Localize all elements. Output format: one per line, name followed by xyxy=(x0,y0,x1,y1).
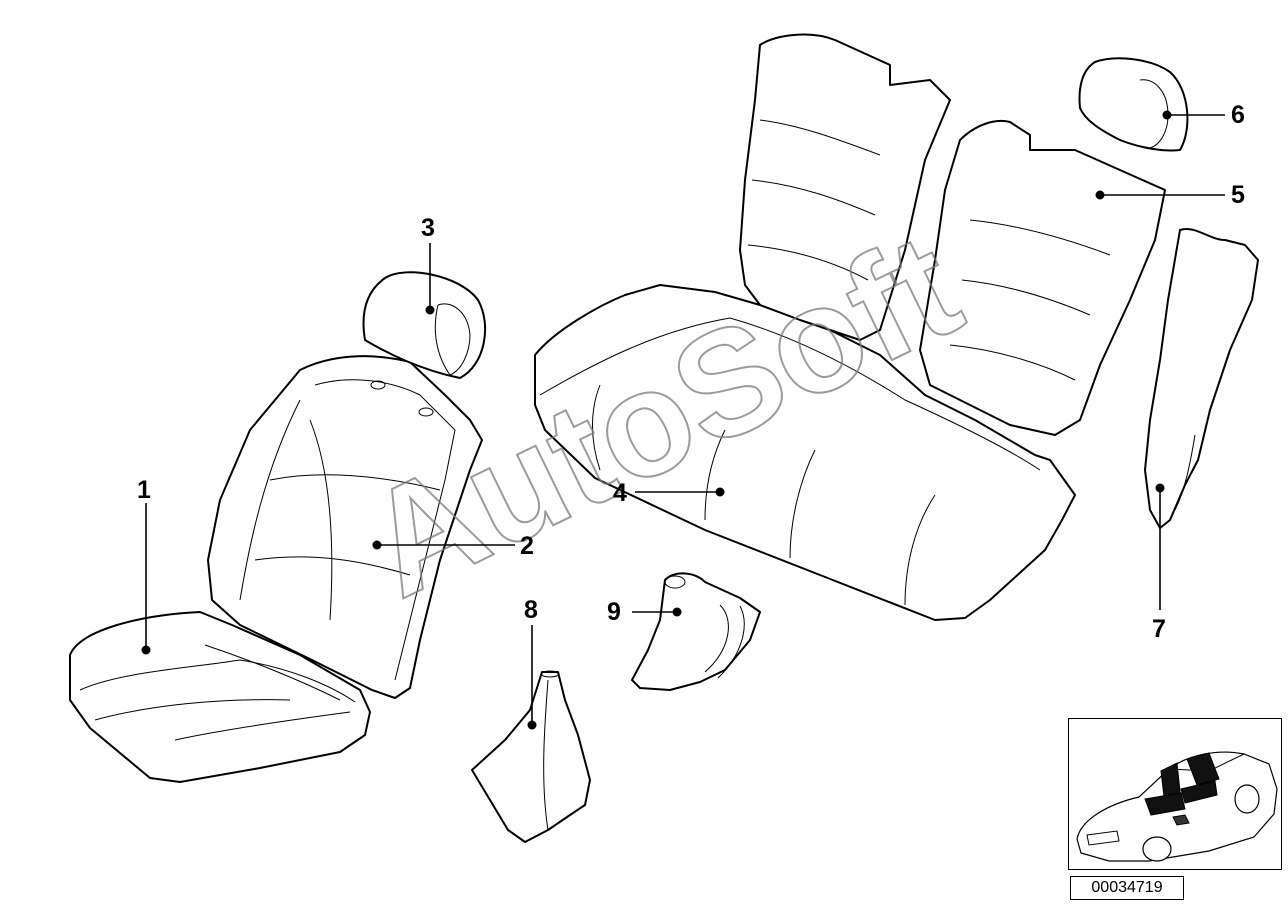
car-thumbnail xyxy=(1076,751,1278,862)
gear-shift-boot-part xyxy=(471,670,591,843)
callout-6: 6 xyxy=(1231,101,1245,129)
front-headrest-part xyxy=(362,271,487,379)
locator-inset xyxy=(1068,718,1282,870)
handbrake-boot-part xyxy=(631,572,761,691)
callout-1: 1 xyxy=(137,476,151,504)
side-bolster-part xyxy=(1144,227,1259,529)
rear-headrest-part xyxy=(1078,57,1189,152)
front-seat-backrest-part xyxy=(207,355,483,699)
leader-lines xyxy=(141,110,1225,730)
callout-9: 9 xyxy=(607,598,621,626)
callout-4: 4 xyxy=(613,479,627,507)
front-seat-cushion-part xyxy=(69,611,371,783)
rear-seat-backrest-part xyxy=(739,33,1166,436)
callout-8: 8 xyxy=(524,596,538,624)
callout-5: 5 xyxy=(1231,181,1245,209)
callout-3: 3 xyxy=(421,214,435,242)
callout-2: 2 xyxy=(520,532,534,560)
document-number: 00034719 xyxy=(1070,876,1184,900)
callout-7: 7 xyxy=(1152,615,1166,643)
